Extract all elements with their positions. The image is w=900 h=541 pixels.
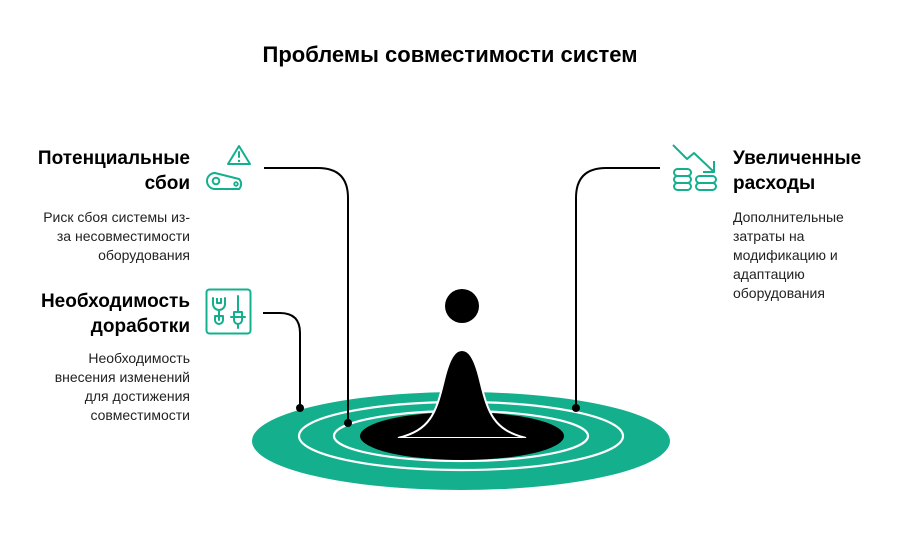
- heading-line: Необходимость: [40, 291, 190, 312]
- connector-increased-costs: [575, 167, 660, 408]
- desc-line: Риск сбоя системы из-: [43, 209, 190, 225]
- desc-line: оборудования: [98, 247, 190, 263]
- page-title: Проблемы совместимости систем: [262, 42, 638, 67]
- tools-icon: [205, 288, 252, 335]
- desc-line: затраты на: [733, 228, 805, 244]
- connector-potential-failures: [264, 167, 349, 423]
- heading-line: сбои: [144, 173, 190, 194]
- desc-line: для достижения: [84, 388, 190, 404]
- heading-rework-needed: Необходимость доработки: [0, 289, 190, 339]
- desc-line: за несовместимости: [56, 228, 190, 244]
- desc-line: Необходимость: [88, 350, 190, 366]
- heading-potential-failures: Потенциальные сбои: [0, 146, 190, 196]
- droplet: [445, 289, 479, 323]
- coins-decline-icon: [672, 144, 717, 191]
- desc-potential-failures: Риск сбоя системы из- за несовместимости…: [0, 208, 190, 265]
- heading-line: расходы: [733, 173, 816, 194]
- heading-line: Потенциальные: [37, 148, 190, 169]
- heading-line: Увеличенные: [733, 148, 862, 169]
- desc-line: внесения изменений: [54, 369, 190, 385]
- connector-rework-needed: [263, 312, 301, 408]
- desc-line: оборудования: [733, 285, 825, 301]
- warning-chain-icon: [206, 145, 251, 190]
- desc-line: модификацию и: [733, 247, 838, 263]
- splash-column: [397, 348, 527, 439]
- desc-line: адаптацию: [733, 266, 805, 282]
- desc-rework-needed: Необходимость внесения изменений для дос…: [0, 349, 190, 425]
- desc-line: совместимости: [90, 407, 190, 423]
- desc-increased-costs: Дополнительные затраты на модификацию и …: [733, 208, 900, 303]
- desc-line: Дополнительные: [733, 209, 844, 225]
- heading-increased-costs: Увеличенные расходы: [733, 146, 900, 196]
- heading-line: доработки: [90, 316, 190, 337]
